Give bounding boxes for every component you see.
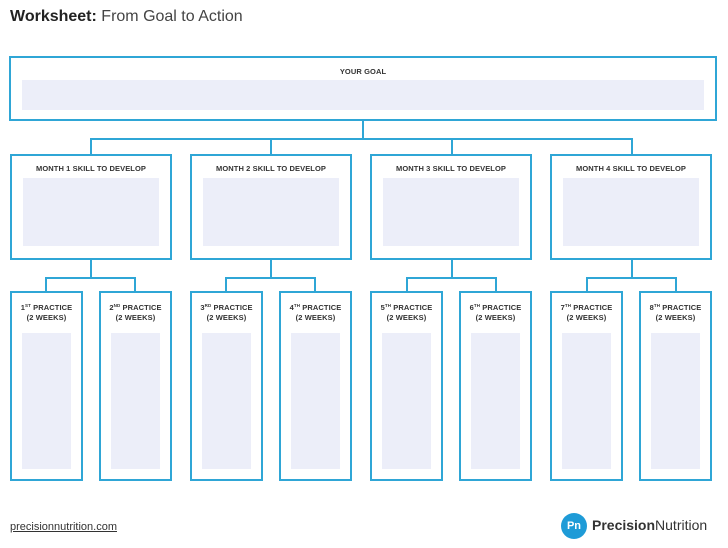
month2-connector <box>270 138 272 154</box>
practice8-input-field[interactable] <box>651 333 700 469</box>
goal-input-field[interactable] <box>22 80 704 110</box>
practice3-connector <box>225 277 227 291</box>
practice7-input-field[interactable] <box>562 333 611 469</box>
brand-name: PrecisionNutrition <box>592 517 708 533</box>
practice5-box: 5TH PRACTICE(2 WEEKS) <box>370 291 443 481</box>
month2-practice-bar <box>225 277 316 279</box>
goal-box: YOUR GOAL <box>9 56 717 121</box>
practice6-label: 6TH PRACTICE(2 WEEKS) <box>469 303 522 322</box>
practice5-connector <box>406 277 408 291</box>
month4-input-field[interactable] <box>563 178 699 246</box>
practice2-connector <box>134 277 136 291</box>
month1-input-field[interactable] <box>23 178 159 246</box>
practice7-label: 7TH PRACTICE(2 WEEKS) <box>560 303 613 322</box>
practice3-box: 3RD PRACTICE(2 WEEKS) <box>190 291 263 481</box>
practice6-box: 6TH PRACTICE(2 WEEKS) <box>459 291 532 481</box>
worksheet-title: Worksheet: From Goal to Action <box>10 8 243 26</box>
practice5-label: 5TH PRACTICE(2 WEEKS) <box>380 303 433 322</box>
practice8-box: 8TH PRACTICE(2 WEEKS) <box>639 291 712 481</box>
month4-practice-bar <box>586 277 677 279</box>
practice4-input-field[interactable] <box>291 333 340 469</box>
month4-label: MONTH 4 SKILL TO DEVELOP <box>575 164 687 173</box>
practice7-box: 7TH PRACTICE(2 WEEKS) <box>550 291 623 481</box>
practice4-connector <box>314 277 316 291</box>
month3-input-field[interactable] <box>383 178 519 246</box>
practice7-connector <box>586 277 588 291</box>
practice2-box: 2ND PRACTICE(2 WEEKS) <box>99 291 172 481</box>
month3-label: MONTH 3 SKILL TO DEVELOP <box>395 164 507 173</box>
month4-connector <box>631 138 633 154</box>
practice1-connector <box>45 277 47 291</box>
month4-practice-stem <box>631 260 633 278</box>
goal-connector-stem <box>362 121 364 139</box>
month4-box: MONTH 4 SKILL TO DEVELOP <box>550 154 712 260</box>
month3-box: MONTH 3 SKILL TO DEVELOP <box>370 154 532 260</box>
month2-practice-stem <box>270 260 272 278</box>
month2-box: MONTH 2 SKILL TO DEVELOP <box>190 154 352 260</box>
practice4-label: 4TH PRACTICE(2 WEEKS) <box>289 303 342 322</box>
month1-practice-bar <box>45 277 136 279</box>
month1-label: MONTH 1 SKILL TO DEVELOP <box>35 164 147 173</box>
goal-connector-bar <box>90 138 632 140</box>
month1-box: MONTH 1 SKILL TO DEVELOP <box>10 154 172 260</box>
month2-input-field[interactable] <box>203 178 339 246</box>
practice1-label: 1ST PRACTICE(2 WEEKS) <box>20 303 73 322</box>
month3-connector <box>451 138 453 154</box>
pn-logo-icon: Pn <box>561 513 587 539</box>
practice8-label: 8TH PRACTICE(2 WEEKS) <box>649 303 702 322</box>
practice4-box: 4TH PRACTICE(2 WEEKS) <box>279 291 352 481</box>
month2-label: MONTH 2 SKILL TO DEVELOP <box>215 164 327 173</box>
month3-practice-bar <box>406 277 497 279</box>
practice1-input-field[interactable] <box>22 333 71 469</box>
practice6-connector <box>495 277 497 291</box>
month1-practice-stem <box>90 260 92 278</box>
month3-practice-stem <box>451 260 453 278</box>
month1-connector <box>90 138 92 154</box>
practice5-input-field[interactable] <box>382 333 431 469</box>
title-bold: Worksheet: <box>10 8 97 25</box>
title-rest: From Goal to Action <box>96 8 243 25</box>
practice2-label: 2ND PRACTICE(2 WEEKS) <box>109 303 162 322</box>
practice6-input-field[interactable] <box>471 333 520 469</box>
website-link[interactable]: precisionnutrition.com <box>10 521 117 533</box>
practice8-connector <box>675 277 677 291</box>
goal-label: YOUR GOAL <box>339 67 387 76</box>
practice2-input-field[interactable] <box>111 333 160 469</box>
practice3-input-field[interactable] <box>202 333 251 469</box>
practice3-label: 3RD PRACTICE(2 WEEKS) <box>200 303 253 322</box>
practice1-box: 1ST PRACTICE(2 WEEKS) <box>10 291 83 481</box>
